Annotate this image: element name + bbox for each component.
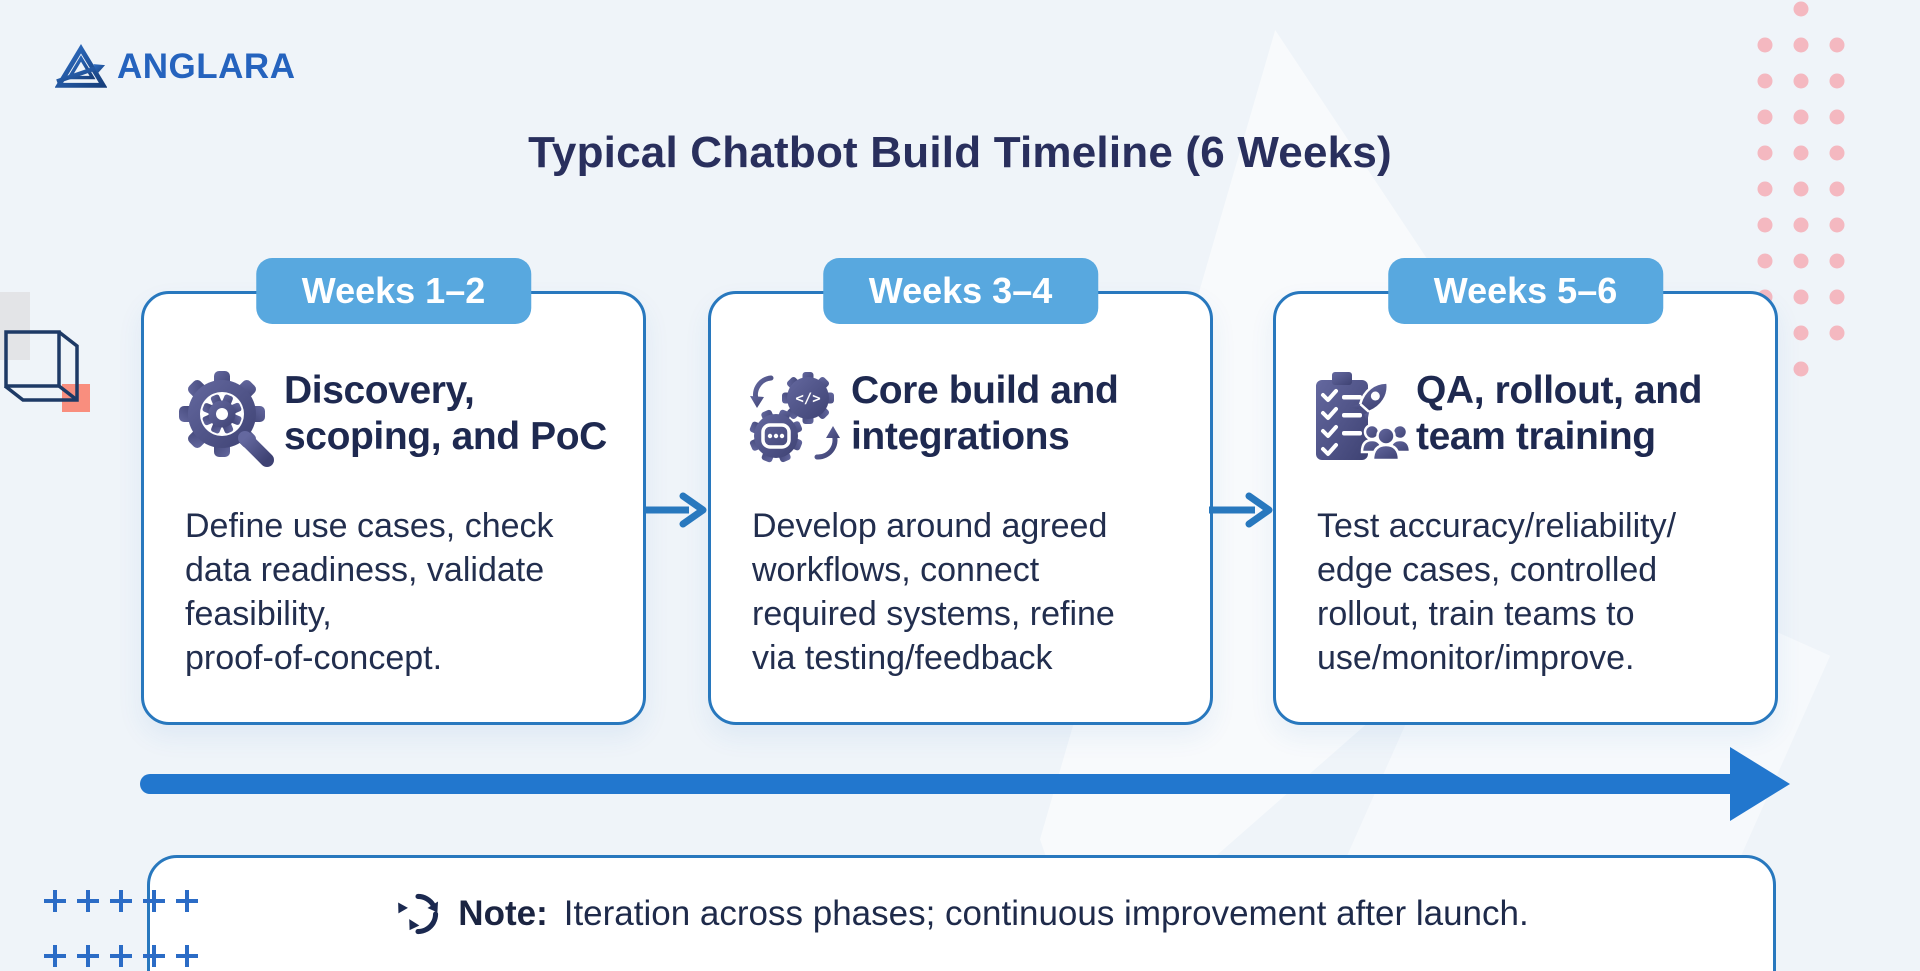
phase-connector-arrow-icon (1209, 492, 1273, 528)
brand-name: ANGLARA (117, 47, 296, 86)
phase-badge: Weeks 5–6 (1387, 258, 1664, 324)
plus-grid-decoration (44, 890, 198, 967)
phase-description: Develop around agreed workflows, connect… (752, 507, 1115, 677)
gear-magnifier-icon (179, 371, 274, 467)
page-title: Typical Chatbot Build Timeline (6 Weeks) (528, 128, 1392, 177)
cycle-icon (398, 893, 439, 935)
note-text: Iteration across phases; continuous impr… (563, 894, 1529, 933)
note-label: Note: (458, 894, 548, 933)
gears-code-chat-icon: </> (749, 372, 840, 463)
phase-heading: Core build and integrations (851, 369, 1119, 458)
phase-connector-arrow-icon (643, 492, 707, 528)
note-content: Note: Iteration across phases; continuou… (150, 890, 1773, 938)
pink-dot-grid-decoration (1757, 1, 1845, 377)
timeline-arrow-bar (140, 774, 1740, 794)
phase-description: Define use cases, check data readiness, … (185, 507, 554, 677)
timeline-arrowhead-icon (1730, 747, 1790, 821)
svg-text:</>: </> (795, 391, 820, 407)
phase-card-weeks-1-2: Weeks 1–2 (141, 258, 646, 725)
logo-triangle-arrow-icon (55, 44, 107, 88)
cube-outline-icon (3, 330, 79, 402)
phase-card-weeks-5-6: Weeks 5–6 (1273, 258, 1778, 725)
phase-card-weeks-3-4: Weeks 3–4 </> (708, 258, 1213, 725)
phase-heading: QA, rollout, and team training (1416, 369, 1703, 458)
phase-badge: Weeks 1–2 (255, 258, 532, 324)
brand-logo: ANGLARA (55, 44, 295, 90)
phase-badge: Weeks 3–4 (822, 258, 1099, 324)
phase-description: Test accuracy/reliability/ edge cases, c… (1317, 507, 1677, 677)
checklist-rocket-team-icon (1316, 372, 1410, 462)
phase-heading: Discovery, scoping, and PoC (284, 369, 607, 458)
note-box: Note: Iteration across phases; continuou… (147, 855, 1776, 971)
